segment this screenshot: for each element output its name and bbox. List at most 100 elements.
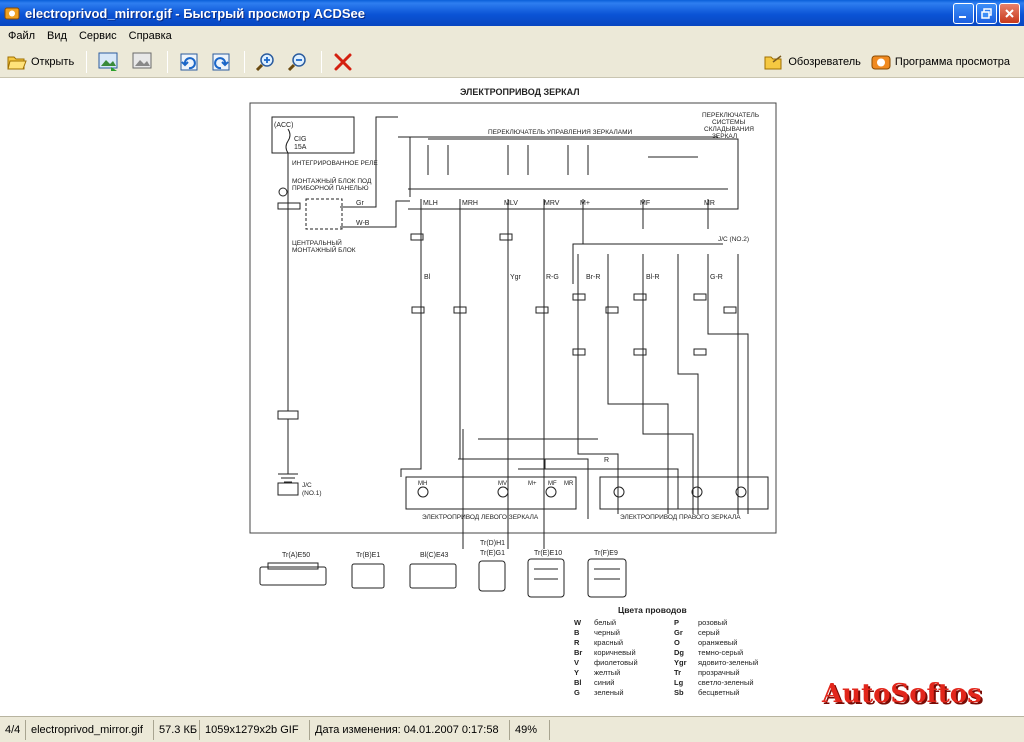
- open-button-label: Открыть: [31, 55, 75, 68]
- wire-colors-title: Цвета проводов: [618, 605, 687, 615]
- legend-code: Tr: [674, 668, 681, 677]
- label-left-mirror: ЭЛЕКТРОПРИВОД ЛЕВОГО ЗЕРКАЛА: [422, 514, 539, 521]
- connector-label-0: Tr(A)E50: [282, 552, 310, 559]
- menu-service[interactable]: Сервис: [78, 30, 117, 42]
- label-switch-main: ПЕРЕКЛЮЧАТЕЛЬ УПРАВЛЕНИЯ ЗЕРКАЛАМИ: [488, 129, 633, 136]
- previous-image-button[interactable]: [93, 49, 125, 75]
- legend-code: P: [674, 618, 679, 627]
- legend-code: Lg: [674, 678, 684, 687]
- label-fuse: CIG: [294, 136, 306, 143]
- legend-code: G: [574, 688, 580, 697]
- minimize-button[interactable]: [953, 3, 974, 24]
- diagram-title: ЭЛЕКТРОПРИВОД ЗЕРКАЛ: [460, 87, 580, 97]
- terminal-mlv: MLV: [504, 200, 518, 207]
- legend-code: Ygr: [674, 658, 687, 667]
- legend-name: прозрачный: [698, 668, 740, 677]
- legend-name: желтый: [594, 668, 620, 677]
- motor-left-mh: MH: [418, 481, 427, 487]
- zoom-out-button[interactable]: [283, 49, 313, 75]
- menu-bar: Файл Вид Сервис Справка: [0, 26, 1024, 46]
- menu-file[interactable]: Файл: [8, 30, 36, 42]
- close-icon: [1005, 9, 1014, 18]
- status-filesize: 57.3 КБ: [154, 719, 200, 740]
- label-block1-l2: ПРИБОРНОЙ ПАНЕЛЬЮ: [292, 183, 369, 192]
- legend-name: ядовито-зеленый: [698, 658, 758, 667]
- connector-label-4: Tr(E)G1: [480, 550, 505, 557]
- title-bar[interactable]: electroprivod_mirror.gif - Быстрый просм…: [0, 0, 1024, 26]
- terminal-mplus: M+: [580, 200, 590, 207]
- restore-icon: [981, 8, 992, 19]
- legend-name: серый: [698, 628, 720, 637]
- wiring-diagram-image: ЭЛЕКТРОПРИВОД ЗЕРКАЛ (ACC) CIG 15A ИНТЕГ…: [249, 87, 777, 697]
- label-fuse-amp: 15A: [294, 144, 307, 151]
- legend-name: черный: [594, 628, 620, 637]
- terminal-mrh: MRH: [462, 200, 478, 207]
- label-relay: ИНТЕГРИРОВАННОЕ РЕЛЕ: [292, 160, 378, 167]
- label-acc: (ACC): [274, 122, 293, 129]
- wire-blr: Bl-R: [646, 274, 660, 281]
- label-jc2: J/C (NO.2): [718, 236, 749, 243]
- window-title: electroprivod_mirror.gif - Быстрый просм…: [25, 5, 365, 21]
- wire-bl: Bl: [424, 274, 431, 281]
- menu-help[interactable]: Справка: [128, 30, 172, 42]
- connector-label-6: Tr(F)E9: [594, 550, 618, 557]
- legend-code: W: [574, 618, 582, 627]
- toolbar-separator: [244, 50, 246, 73]
- legend-name: синий: [594, 678, 614, 687]
- connector-label-1: Tr(B)E1: [356, 552, 380, 559]
- terminal-mrv: MRV: [544, 200, 560, 207]
- motor-left-mr: MR: [564, 481, 574, 487]
- wire-ygr: Ygr: [510, 274, 522, 281]
- browser-button[interactable]: Обозреватель: [760, 49, 865, 75]
- label-switch-fold-l4: ЗЕРКАЛ: [712, 133, 737, 140]
- rotate-left-icon: [180, 53, 198, 70]
- legend-name: розовый: [698, 618, 727, 627]
- minimize-icon: [959, 16, 966, 18]
- label-block2-l1: ЦЕНТРАЛЬНЫЙ: [292, 238, 342, 247]
- zoom-in-button[interactable]: [251, 49, 281, 75]
- wire-brr: Br-R: [586, 274, 600, 281]
- label-switch-fold-l1: ПЕРЕКЛЮЧАТЕЛЬ: [702, 112, 759, 119]
- legend-code: R: [574, 638, 580, 647]
- legend-name: красный: [594, 638, 623, 647]
- connector-label-2: Bl(C)E43: [420, 552, 449, 559]
- status-filename: electroprivod_mirror.gif: [26, 719, 154, 740]
- legend-name: бесцветный: [698, 688, 739, 697]
- viewer-program-button[interactable]: Программа просмотра: [867, 49, 1014, 75]
- status-index: 4/4: [0, 719, 26, 740]
- wire-wb: W-B: [356, 220, 370, 227]
- restore-button[interactable]: [976, 3, 997, 24]
- label-right-mirror: ЭЛЕКТРОПРИВОД ПРАВОГО ЗЕРКАЛА: [620, 514, 741, 521]
- terminal-mlh: MLH: [423, 200, 438, 207]
- open-button[interactable]: Открыть: [3, 49, 78, 75]
- next-image-button[interactable]: [127, 49, 159, 75]
- legend-code: O: [674, 638, 680, 647]
- image-view-area[interactable]: ЭЛЕКТРОПРИВОД ЗЕРКАЛ (ACC) CIG 15A ИНТЕГ…: [0, 79, 1024, 716]
- terminal-mr: MR: [704, 200, 715, 207]
- motor-left-mv: MV: [498, 481, 507, 487]
- rotate-left-button[interactable]: [174, 49, 204, 75]
- wire-rg: R-G: [546, 274, 559, 281]
- next-image-icon: [132, 52, 152, 68]
- wire-gr-2: G-R: [710, 274, 723, 281]
- folder-open-icon: [7, 56, 27, 69]
- rotate-right-button[interactable]: [206, 49, 236, 75]
- viewer-program-button-label: Программа просмотра: [894, 56, 1010, 68]
- toolbar-separator: [167, 50, 169, 73]
- label-switch-fold-l3: СКЛАДЫВАНИЯ: [704, 126, 754, 133]
- terminal-mf: MF: [640, 200, 650, 207]
- connector-label-3: Tr(D)H1: [480, 540, 505, 547]
- toolbar: Открыть: [0, 46, 1024, 78]
- motor-left-mf: MF: [548, 481, 557, 487]
- label-block1-l1: МОНТАЖНЫЙ БЛОК ПОД: [292, 176, 372, 185]
- legend-name: темно-серый: [698, 648, 743, 657]
- legend-name: белый: [594, 618, 616, 627]
- legend-code: V: [574, 658, 579, 667]
- viewer-program-icon: [871, 55, 891, 70]
- menu-view[interactable]: Вид: [47, 30, 67, 42]
- close-button[interactable]: [999, 3, 1020, 24]
- label-jc1-l1: J/C: [302, 482, 312, 489]
- delete-button[interactable]: [328, 49, 358, 75]
- legend-code: Sb: [674, 688, 684, 697]
- legend-code: Bl: [574, 678, 582, 687]
